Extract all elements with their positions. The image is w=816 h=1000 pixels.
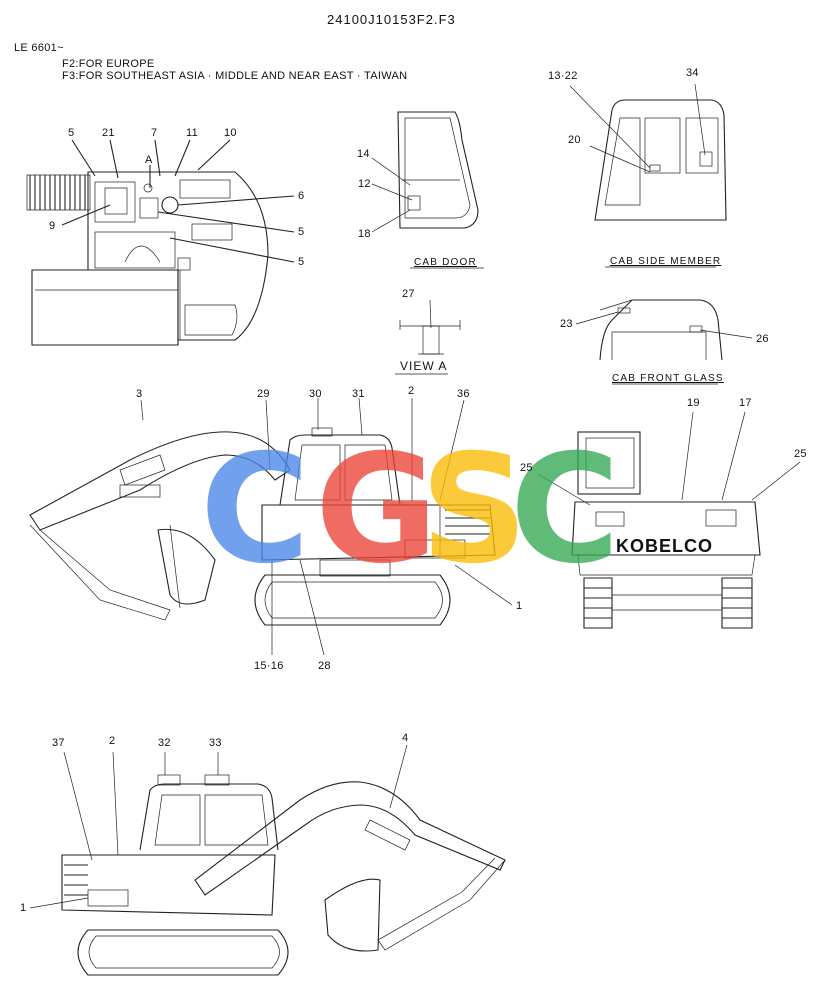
- callout-number: 20: [568, 134, 581, 146]
- caption-view-a: VIEW A: [400, 359, 448, 373]
- callout-number: 33: [209, 737, 222, 749]
- callout-number: 21: [102, 127, 115, 139]
- callout-number: 17: [739, 397, 752, 409]
- callout-number: 37: [52, 737, 65, 749]
- callout-number: 6: [298, 190, 305, 202]
- cab-front-glass-drawing: [575, 299, 753, 385]
- callout-number: 25: [520, 462, 533, 474]
- callout-number: 18: [358, 228, 371, 240]
- callout-number: 12: [358, 178, 371, 190]
- callout-number: 11: [186, 127, 199, 139]
- caption-cab-side-member: CAB SIDE MEMBER: [610, 256, 722, 267]
- callout-number: 30: [309, 388, 322, 400]
- callout-number: 10: [224, 127, 237, 139]
- callout-number: 5: [298, 226, 305, 238]
- callout-number: 26: [756, 333, 769, 345]
- excavator-left-view: [29, 744, 506, 976]
- callout-number: 29: [257, 388, 270, 400]
- watermark-letter-g: G: [315, 423, 439, 597]
- callout-number: 25: [794, 448, 807, 460]
- callout-number: 5: [298, 256, 305, 268]
- cab-side-member-drawing: [569, 83, 727, 268]
- callout-number: 9: [49, 220, 56, 232]
- callout-number: 5: [68, 127, 75, 139]
- cab-door-drawing: [371, 111, 484, 269]
- caption-cab-front-glass: CAB FRONT GLASS: [612, 373, 724, 384]
- callout-number: 31: [352, 388, 365, 400]
- serial-range: LE 6601~: [14, 42, 64, 54]
- drawing-number: 24100J10153F2.F3: [327, 12, 456, 27]
- callout-number: 4: [402, 732, 409, 744]
- upper-structure-top-view: [26, 171, 269, 346]
- callout-number: 27: [402, 288, 415, 300]
- callout-number: 7: [151, 127, 158, 139]
- callout-number: 28: [318, 660, 331, 672]
- caption-cab-door: CAB DOOR: [414, 257, 477, 268]
- excavator-rear-view: [537, 411, 801, 629]
- callout-number: 19: [687, 397, 700, 409]
- callout-number: 36: [457, 388, 470, 400]
- callout-number: 34: [686, 67, 699, 79]
- callout-number: A: [145, 154, 153, 166]
- callout-number: 13·22: [548, 70, 578, 82]
- watermark-letter-c1: C: [200, 423, 311, 597]
- callout-number: 14: [357, 148, 370, 160]
- callout-number: 23: [560, 318, 573, 330]
- callout-number: 15·16: [254, 660, 284, 672]
- excavator-side-view: [29, 397, 513, 656]
- note-f3: F3:FOR SOUTHEAST ASIA · MIDDLE AND NEAR …: [62, 70, 408, 82]
- callout-number: 3: [136, 388, 143, 400]
- callout-number: 2: [109, 735, 116, 747]
- top-left-leaders: [61, 139, 295, 263]
- note-f2: F2:FOR EUROPE: [62, 58, 155, 70]
- rear-brand-lettering: KOBELCO: [616, 536, 713, 556]
- callout-number: 32: [158, 737, 171, 749]
- callout-number: 1: [20, 902, 27, 914]
- view-a-drawing: [395, 299, 461, 375]
- watermark-letter-s: S: [420, 423, 529, 597]
- watermark-letter-c2: C: [510, 423, 621, 597]
- callout-number: 1: [516, 600, 523, 612]
- callout-number: 2: [408, 385, 415, 397]
